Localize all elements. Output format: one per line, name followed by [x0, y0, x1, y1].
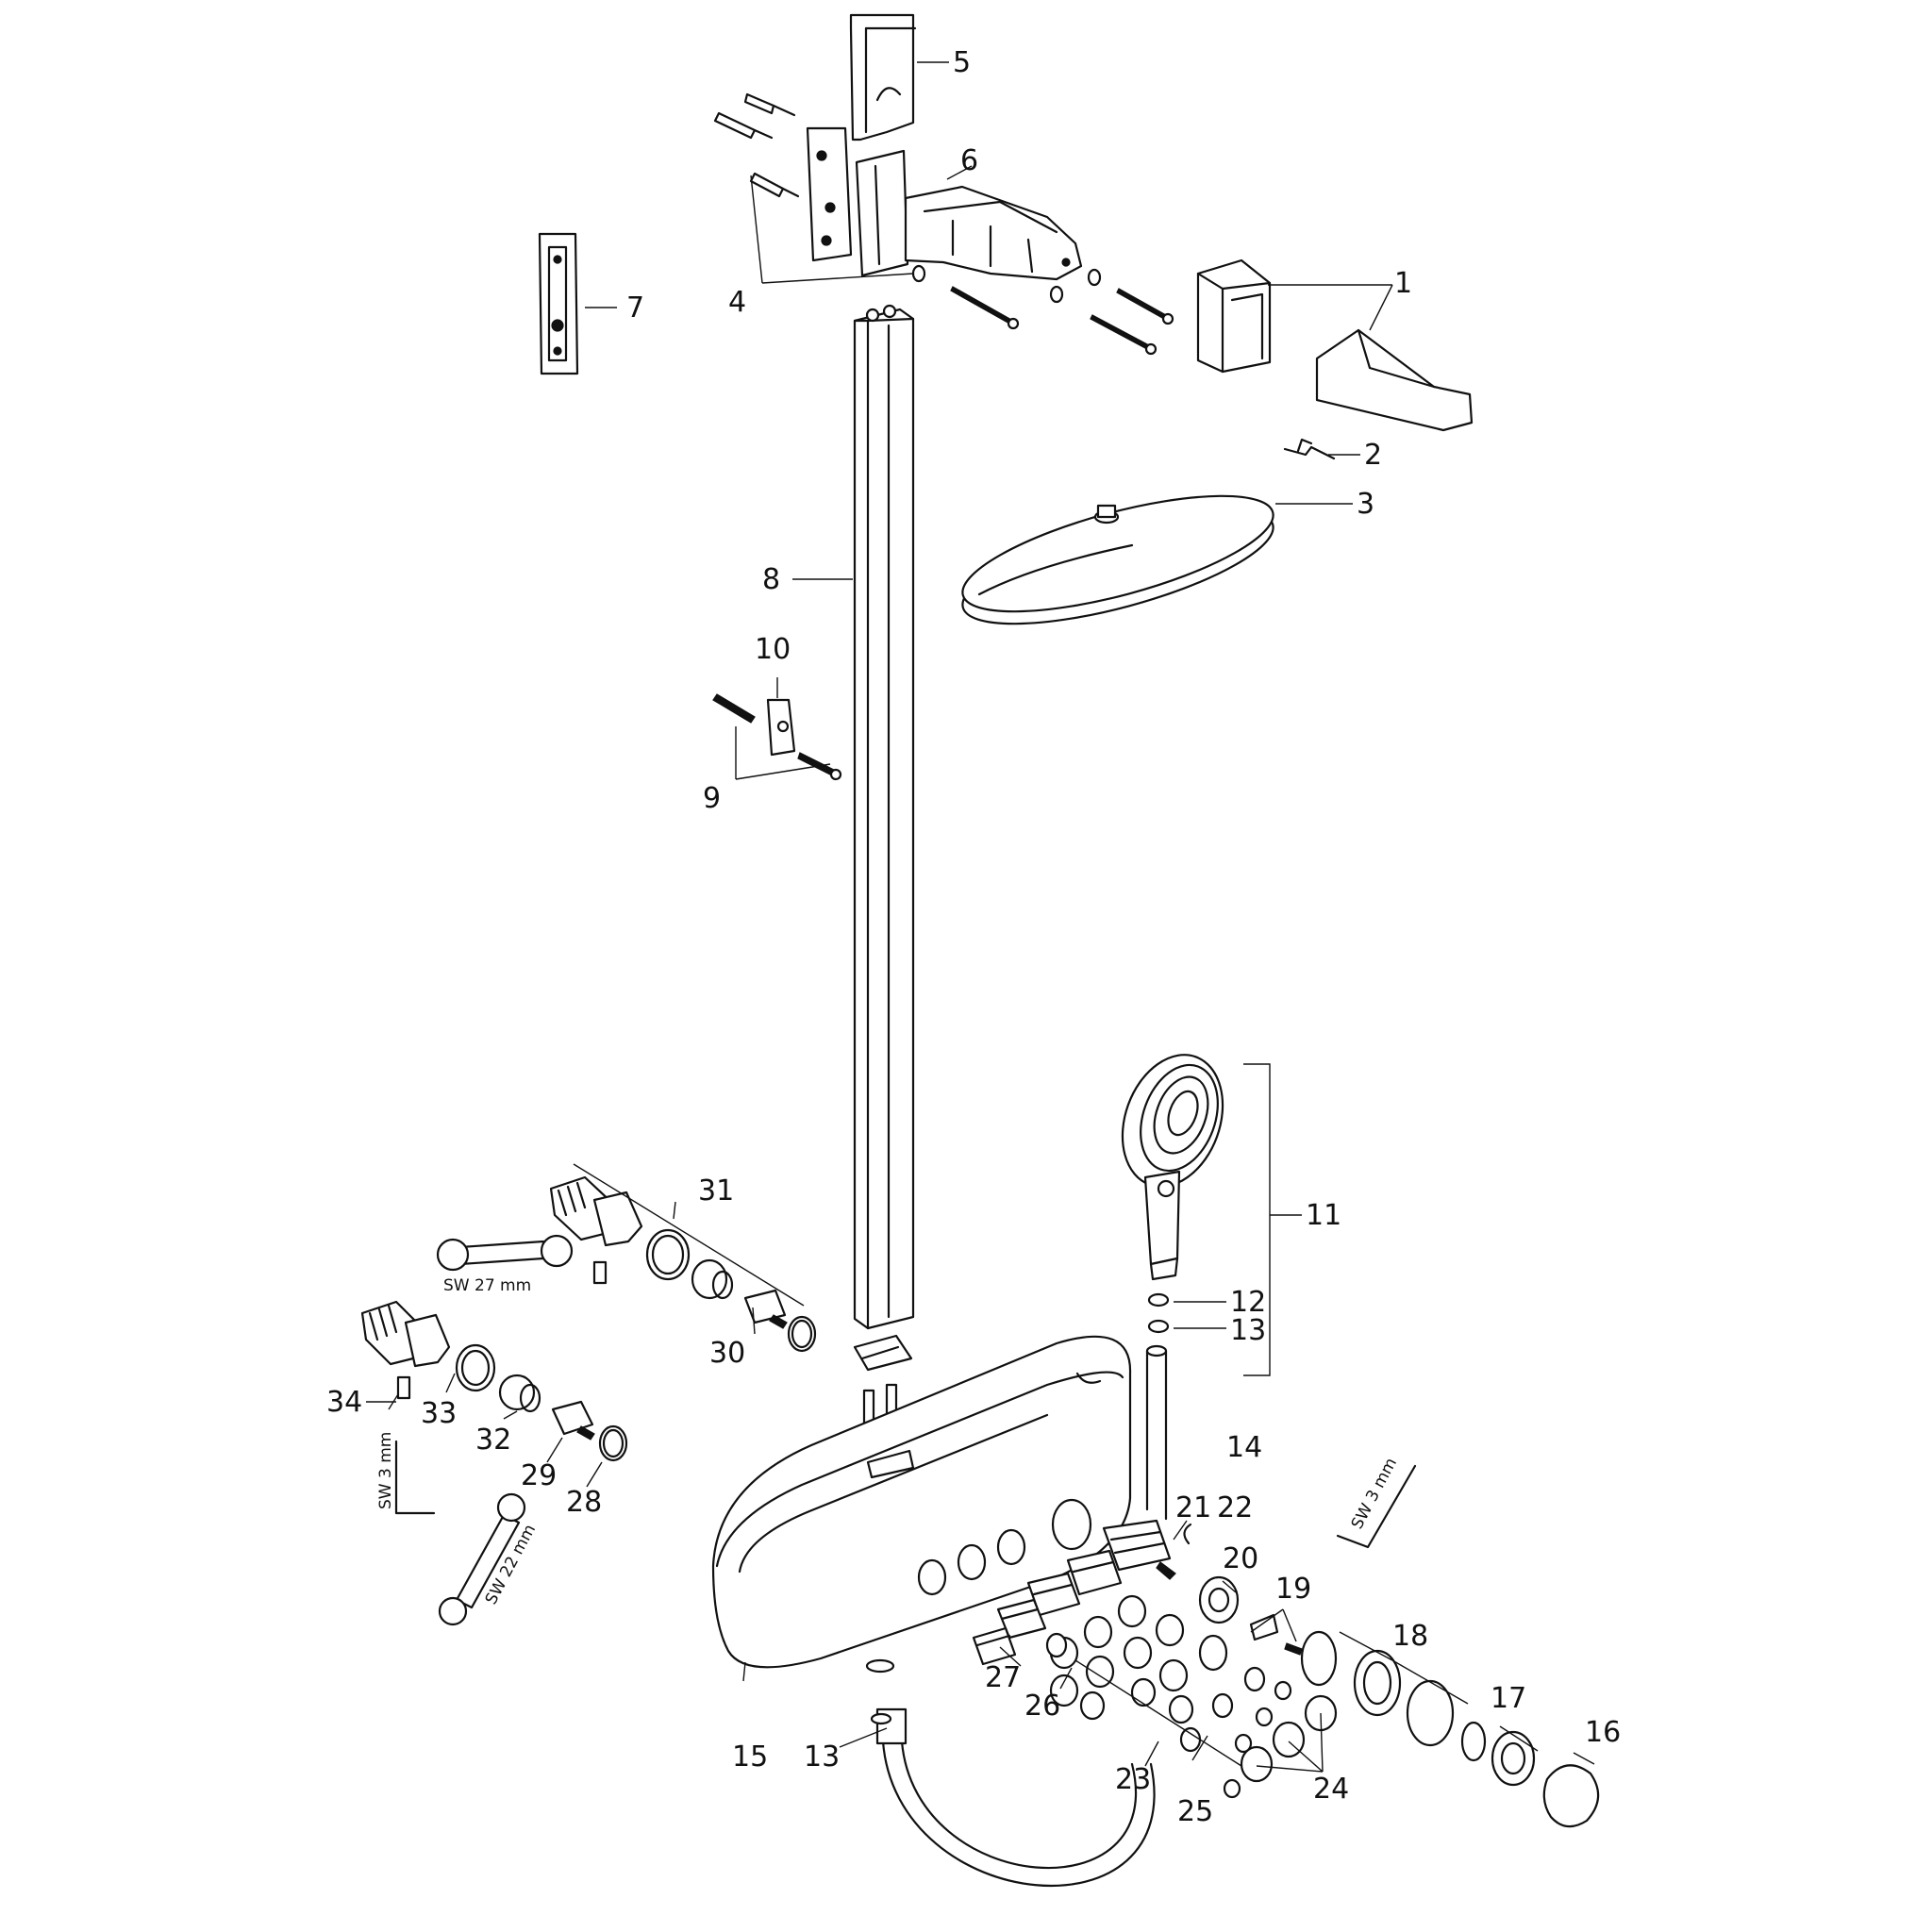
label-16: 16 — [1585, 1716, 1621, 1749]
hex-key-left-icon — [394, 1440, 436, 1515]
label-28: 28 — [566, 1486, 602, 1519]
set-screw — [396, 1260, 608, 1400]
cartridges-and-knobs — [972, 1519, 1600, 1828]
label-29: 29 — [521, 1459, 557, 1492]
label-24: 24 — [1313, 1773, 1349, 1806]
label-14: 14 — [1226, 1431, 1262, 1464]
clip — [1283, 438, 1336, 460]
tool-label-sw27: SW 27 mm — [443, 1276, 531, 1295]
label-30: 30 — [709, 1337, 745, 1370]
label-12: 12 — [1230, 1286, 1266, 1319]
label-26: 26 — [1024, 1690, 1060, 1723]
label-10: 10 — [755, 633, 791, 666]
label-2: 2 — [1364, 439, 1382, 472]
label-32: 32 — [475, 1424, 511, 1457]
label-33: 33 — [421, 1397, 457, 1430]
label-4: 4 — [728, 286, 746, 319]
shower-hose — [865, 1344, 1168, 1887]
thermostat-body — [711, 1335, 1132, 1725]
label-15: 15 — [732, 1740, 768, 1774]
label-20: 20 — [1223, 1542, 1258, 1575]
flow-limiter — [1147, 1292, 1170, 1334]
wall-connector-upper — [549, 1175, 817, 1353]
label-34: 34 — [326, 1386, 362, 1419]
label-3: 3 — [1357, 488, 1374, 521]
label-13a: 13 — [1230, 1314, 1266, 1347]
arm-cover — [1196, 258, 1474, 432]
label-6: 6 — [960, 144, 978, 177]
rail-holder — [712, 693, 842, 781]
label-23: 23 — [1115, 1763, 1151, 1796]
wrench-22-icon — [438, 1492, 526, 1626]
wall-plate — [806, 126, 853, 262]
overhead-shower — [961, 494, 1274, 625]
rail-connector — [853, 1334, 913, 1430]
label-9: 9 — [703, 782, 721, 815]
label-27: 27 — [985, 1661, 1021, 1694]
mounting-plate — [538, 232, 579, 375]
label-13b: 13 — [804, 1740, 840, 1774]
hand-shower — [1121, 1054, 1224, 1281]
label-7: 7 — [626, 291, 644, 325]
label-31: 31 — [698, 1174, 734, 1208]
label-1: 1 — [1394, 267, 1412, 300]
tool-label-sw3-right: SW 3 mm — [1348, 1455, 1401, 1532]
label-25: 25 — [1177, 1795, 1213, 1828]
cover-cap — [849, 13, 917, 142]
label-21: 21 — [1175, 1491, 1211, 1524]
leader-lines — [366, 61, 1595, 1773]
riser-rail — [853, 304, 915, 1330]
hex-key-right-icon — [1336, 1464, 1417, 1549]
label-5: 5 — [953, 46, 971, 79]
label-11: 11 — [1306, 1199, 1341, 1232]
label-18: 18 — [1392, 1620, 1428, 1653]
label-22: 22 — [1217, 1491, 1253, 1524]
label-19: 19 — [1275, 1573, 1311, 1606]
label-17: 17 — [1491, 1682, 1526, 1715]
wall-connector-lower — [360, 1300, 628, 1462]
wrench-27-icon — [436, 1234, 574, 1272]
tool-label-sw3-left: SW 3 mm — [376, 1432, 395, 1509]
shower-arm — [855, 149, 1083, 281]
label-8: 8 — [762, 563, 780, 596]
part-labels: 1 2 3 4 5 6 7 8 9 10 11 12 13 14 15 16 1… — [326, 46, 1621, 1828]
